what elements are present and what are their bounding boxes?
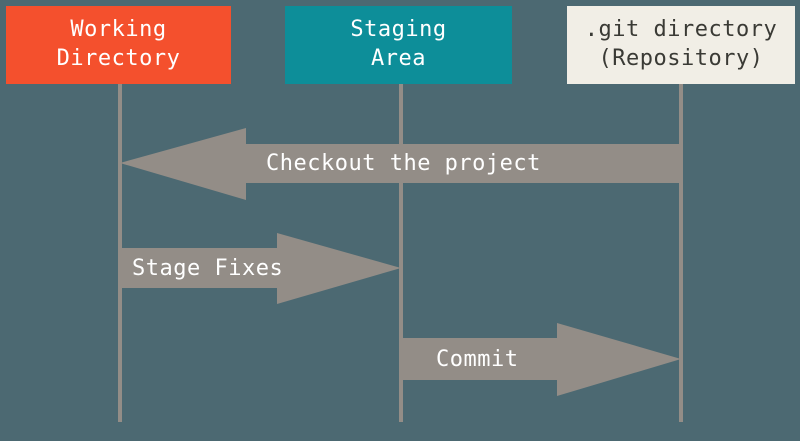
lifeline-staging-area bbox=[399, 84, 403, 422]
node-staging-area: Staging Area bbox=[285, 6, 512, 84]
node-git-directory-line2: (Repository) bbox=[598, 46, 764, 71]
node-staging-area-line2: Area bbox=[371, 46, 426, 71]
arrow-checkout-the-project bbox=[120, 128, 679, 200]
node-working-directory: Working Directory bbox=[6, 6, 231, 84]
node-working-directory-line2: Directory bbox=[56, 46, 181, 71]
arrow-stage-fixes bbox=[120, 233, 401, 304]
arrow-label-checkout: Checkout the project bbox=[266, 151, 541, 176]
arrow-label-commit: Commit bbox=[436, 347, 519, 372]
lifeline-git-directory bbox=[679, 84, 683, 422]
arrow-commit bbox=[401, 323, 681, 396]
node-working-directory-line1: Working bbox=[70, 17, 167, 43]
arrow-label-stage-fixes: Stage Fixes bbox=[132, 256, 284, 281]
node-git-directory: .git directory (Repository) bbox=[567, 6, 795, 84]
node-git-directory-line1: .git directory bbox=[584, 17, 778, 43]
node-staging-area-line1: Staging bbox=[350, 17, 447, 43]
